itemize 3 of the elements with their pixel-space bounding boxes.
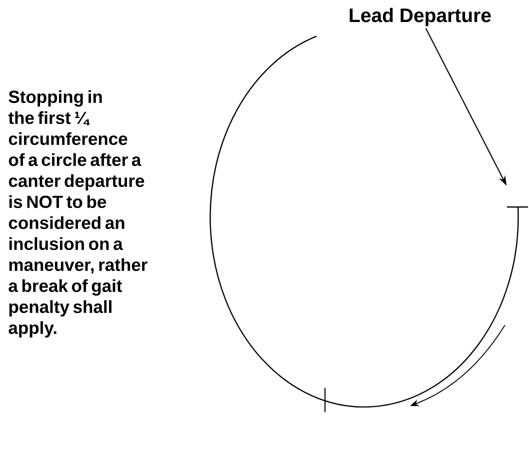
lead-label: Lead Departure	[350, 8, 491, 26]
start-mark	[507, 206, 528, 208]
note-text: Stopping in the first ¼ circumference of a circle after a canter departure is NOT to be considered an inclusion on a maneuver, rather a break of gait penalty shall apply.	[8, 90, 148, 338]
